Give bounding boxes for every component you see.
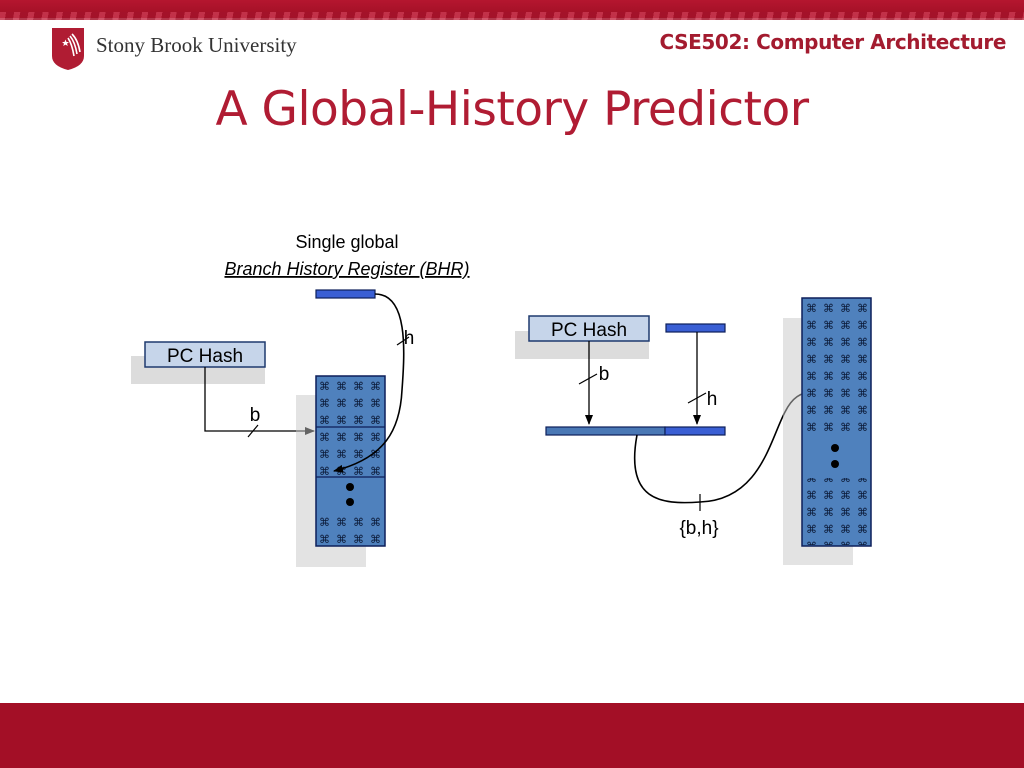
top-brand-stripes [0, 12, 1024, 20]
university-name: Stony Brook University [96, 33, 297, 57]
right-pc-hash-label: PC Hash [551, 320, 627, 341]
right-table-ellipsis-dots-icon [831, 444, 839, 468]
bottom-brand-band [0, 703, 1024, 768]
left-b-tick [247, 424, 259, 438]
right-bhr-register [665, 323, 726, 333]
left-h-tick [396, 336, 410, 346]
left-table-cells-bottom [316, 513, 385, 546]
left-pc-hash-label: PC Hash [167, 346, 243, 367]
stony-brook-logo-icon [52, 28, 84, 70]
bhr-caption-line1: Single global [295, 232, 398, 252]
right-table-cells-bottom [803, 478, 870, 545]
right-b-label: b [599, 364, 610, 385]
left-bhr-register [315, 289, 376, 299]
right-concat-h-part [664, 426, 726, 436]
left-h-label: h [404, 328, 415, 349]
right-concat-b-part [545, 426, 666, 436]
bhr-caption-line2: Branch History Register (BHR) [224, 259, 469, 279]
right-h-label: h [707, 389, 718, 410]
right-h-tick [687, 392, 707, 404]
left-bhr-to-table-arrow-icon [333, 293, 405, 473]
left-pc-hash-box [144, 341, 266, 368]
right-b-tick [578, 373, 598, 385]
left-table-ellipsis-dots-icon [346, 483, 354, 506]
left-pc-to-table-arrow-icon [204, 367, 315, 435]
slide-title: A Global-History Predictor [215, 82, 809, 137]
right-concat-label: {b,h} [679, 518, 718, 539]
left-b-label: b [250, 405, 261, 426]
right-table-cells-top [803, 299, 870, 433]
course-title: CSE502: Computer Architecture [659, 30, 1007, 54]
